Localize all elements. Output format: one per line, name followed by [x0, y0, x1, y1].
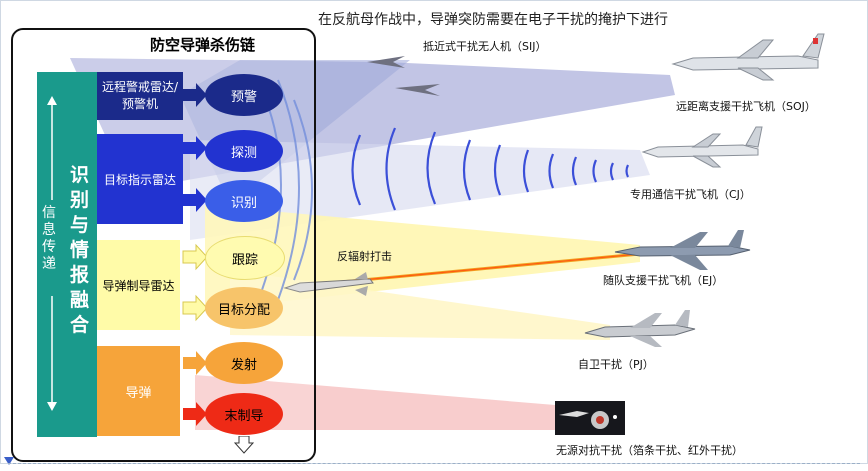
arrow-warning — [183, 83, 207, 107]
stage-warning-label: 预警 — [230, 89, 257, 105]
stage-launch-label: 发射 — [230, 357, 257, 373]
stage-assign: 目标分配 — [205, 287, 283, 329]
stage-launch: 发射 — [205, 342, 283, 384]
arrow-assign — [182, 294, 208, 322]
stage-terminal-label: 末制导 — [224, 408, 264, 424]
passive-label: 无源对抗干扰（箔条干扰、红外干扰） — [556, 444, 743, 457]
missile-label: 导弹 — [125, 385, 152, 401]
stage-track-label: 跟踪 — [231, 252, 258, 268]
sij-label: 抵近式干扰无人机（SIJ） — [423, 40, 547, 53]
kill-chain-title: 防空导弹杀伤链 — [150, 36, 256, 54]
stage-arrows — [182, 83, 208, 426]
arrow-identify — [183, 188, 207, 212]
guidance-radar-block: 导弹制导雷达 — [97, 240, 180, 330]
stage-detect: 探测 — [205, 130, 283, 172]
guidance-radar-label: 导弹制导雷达 — [102, 278, 175, 293]
stage-track: 跟踪 — [205, 236, 285, 280]
stage-detect-label: 探测 — [230, 145, 257, 161]
jamming-waves — [351, 127, 630, 211]
early-warning-radar-label: 远程警戒雷达/预警机 — [101, 80, 179, 111]
passive-countermeasure-photo — [555, 401, 625, 435]
stage-terminal: 末制导 — [205, 393, 283, 435]
early-warning-radar-block: 远程警戒雷达/预警机 — [97, 72, 183, 120]
chain-end-arrow — [234, 436, 254, 454]
stage-assign-label: 目标分配 — [217, 302, 270, 318]
soj-aircraft-icon — [671, 33, 825, 81]
ej-label: 随队支援干扰飞机（EJ） — [603, 274, 724, 287]
target-indication-radar-label: 目标指示雷达 — [103, 172, 176, 187]
arrow-launch — [183, 351, 207, 375]
passive-jamming-beam — [195, 375, 570, 430]
cj-aircraft-icon — [641, 126, 763, 168]
pj-label: 自卫干扰（PJ） — [578, 358, 654, 371]
fusion-label: 识别与情报融合 — [70, 164, 90, 336]
anti-radiation-missile-icon — [283, 272, 374, 296]
info-transfer-arrow — [47, 96, 57, 411]
arrow-detect — [183, 136, 207, 160]
sij-drone-icon — [367, 56, 440, 96]
info-transfer-label: 信息传递 — [42, 205, 56, 272]
info-fusion-block — [37, 72, 97, 437]
bottom-dashed-rule — [8, 463, 860, 464]
stage-identify: 识别 — [205, 180, 283, 222]
anti-radiation-strike-label: 反辐射打击 — [337, 250, 392, 263]
arrow-terminal — [183, 402, 207, 426]
ej-aircraft-icon — [614, 230, 751, 270]
arrow-track — [182, 243, 208, 271]
stage-identify-label: 识别 — [230, 195, 257, 211]
target-indication-radar-block: 目标指示雷达 — [97, 134, 183, 224]
soj-label: 远距离支援干扰飞机（SOJ） — [676, 100, 816, 113]
cj-label: 专用通信干扰飞机（CJ） — [630, 188, 751, 201]
stage-warning: 预警 — [205, 74, 283, 116]
flare-aircraft-icon — [559, 411, 617, 429]
pj-aircraft-icon — [584, 310, 696, 347]
missile-block: 导弹 — [97, 346, 180, 436]
caption: 在反航母作战中，导弹突防需要在电子干扰的掩护下进行 — [318, 12, 668, 28]
corner-triangle-icon — [4, 457, 14, 465]
